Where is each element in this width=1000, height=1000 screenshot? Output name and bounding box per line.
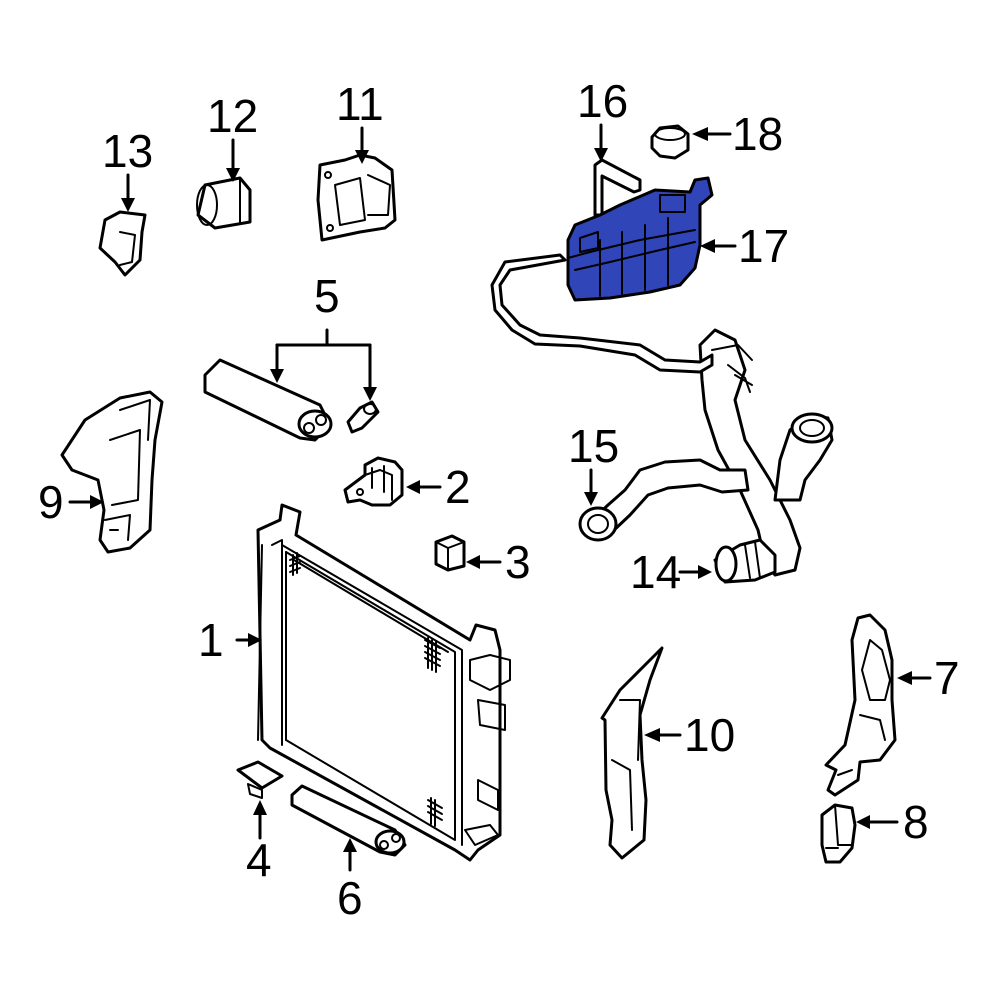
bracket-13[interactable] [98,210,147,277]
callout-labels: 1 2 3 4 5 6 7 8 9 10 11 12 13 14 15 16 1… [38,75,960,924]
leader-lines [68,123,932,872]
callout-10: 10 [684,709,735,761]
callout-4: 4 [246,834,272,886]
callout-14: 14 [630,546,681,598]
clip-3[interactable] [434,534,466,572]
air-guide-10[interactable] [600,646,664,860]
callout-6: 6 [337,872,363,924]
cap-18[interactable] [650,124,690,160]
callout-15: 15 [568,420,619,472]
bracket-8[interactable] [820,803,857,864]
callout-12: 12 [207,90,258,142]
seal-5-long[interactable] [203,358,333,442]
callout-2: 2 [445,461,471,513]
seal-5-small[interactable] [346,400,380,434]
expansion-tank-17[interactable] [566,176,714,302]
sleeve-12[interactable] [196,176,252,230]
callout-3: 3 [505,536,531,588]
seal-6[interactable] [290,784,407,857]
air-guide-7[interactable] [824,613,897,797]
callout-17: 17 [738,220,789,272]
radiator[interactable] [256,503,511,862]
callout-9: 9 [38,476,64,528]
bracket-11[interactable] [316,153,397,242]
callout-18: 18 [732,108,783,160]
callout-5: 5 [314,270,340,322]
callout-11: 11 [336,78,384,130]
hose-assembly[interactable] [578,328,834,584]
bracket-2[interactable] [343,456,404,507]
callout-1: 1 [198,614,224,666]
callout-7: 7 [934,652,960,704]
air-guide-9[interactable] [60,390,164,554]
callout-16: 16 [577,75,628,127]
callout-8: 8 [903,796,929,848]
callout-13: 13 [102,125,153,177]
pad-4[interactable] [236,760,284,799]
